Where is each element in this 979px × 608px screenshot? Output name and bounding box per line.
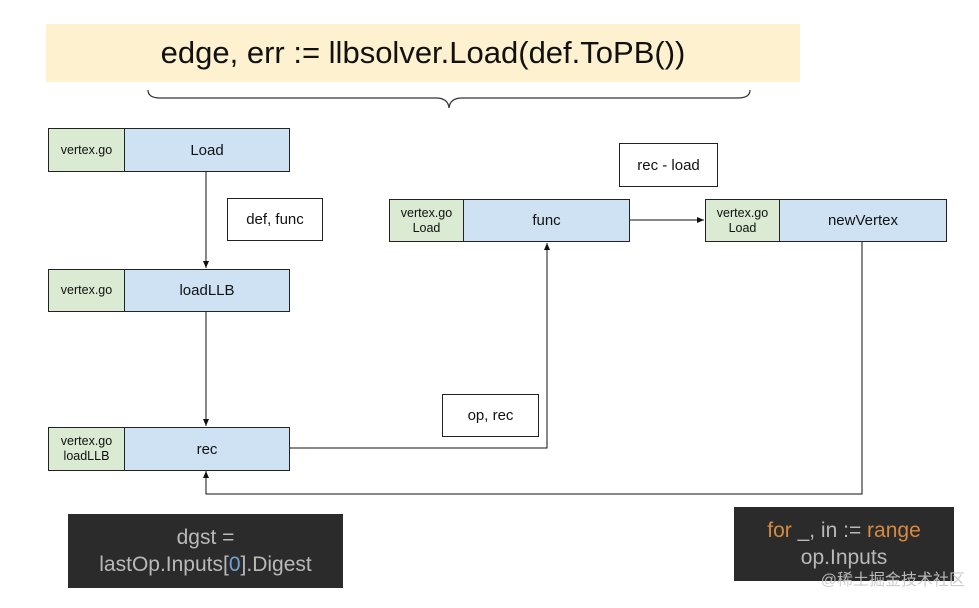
node-func: vertex.go Load func [389, 199, 630, 242]
node-newvertex-file-tag: vertex.go Load [706, 200, 780, 241]
code-digest-prefix: lastOp.Inputs[ [99, 553, 229, 576]
code-keyword-for: for [767, 519, 792, 542]
label-op-rec: op, rec [442, 394, 539, 437]
banner-text: edge, err := llbsolver.Load(def.ToPB()) [160, 35, 686, 70]
code-digest-suffix: ].Digest [240, 553, 312, 576]
code-snippet-digest: dgst = lastOp.Inputs[0].Digest [68, 514, 343, 588]
label-rec-load: rec - load [619, 143, 718, 187]
node-rec: vertex.go loadLLB rec [48, 427, 290, 471]
load-call-banner: edge, err := llbsolver.Load(def.ToPB()) [46, 24, 800, 82]
code-range-vars: _, in := [791, 519, 868, 542]
code-snippet-range-loop: for _, in := range op.Inputs [734, 507, 954, 581]
code-range-line-2: op.Inputs [800, 546, 888, 569]
node-newvertex: vertex.go Load newVertex [705, 199, 947, 242]
node-load-file-tag: vertex.go [49, 129, 125, 171]
node-load: vertex.go Load [48, 128, 290, 172]
node-func-file-tag: vertex.go Load [390, 200, 464, 241]
curly-brace [147, 89, 751, 109]
arrow-rec-to-func [290, 243, 550, 449]
watermark: @稀土掘金技术社区 [820, 572, 965, 589]
code-digest-index: 0 [228, 553, 241, 576]
code-digest-line-2: lastOp.Inputs[0].Digest [99, 551, 311, 578]
code-digest-line-1: dgst = [176, 526, 235, 549]
code-keyword-range: range [867, 519, 921, 542]
code-range-line-1: for _, in := range [767, 517, 921, 544]
node-loadllb-file-tag: vertex.go [49, 270, 125, 311]
node-rec-file-tag: vertex.go loadLLB [49, 428, 125, 470]
node-load-name: Load [125, 129, 289, 171]
arrow-newvertex-to-rec [203, 242, 863, 495]
node-loadllb-name: loadLLB [125, 270, 289, 311]
label-def-func: def, func [227, 198, 323, 241]
node-func-name: func [464, 200, 629, 241]
node-newvertex-name: newVertex [780, 200, 946, 241]
node-loadllb: vertex.go loadLLB [48, 269, 290, 312]
node-rec-name: rec [125, 428, 289, 470]
